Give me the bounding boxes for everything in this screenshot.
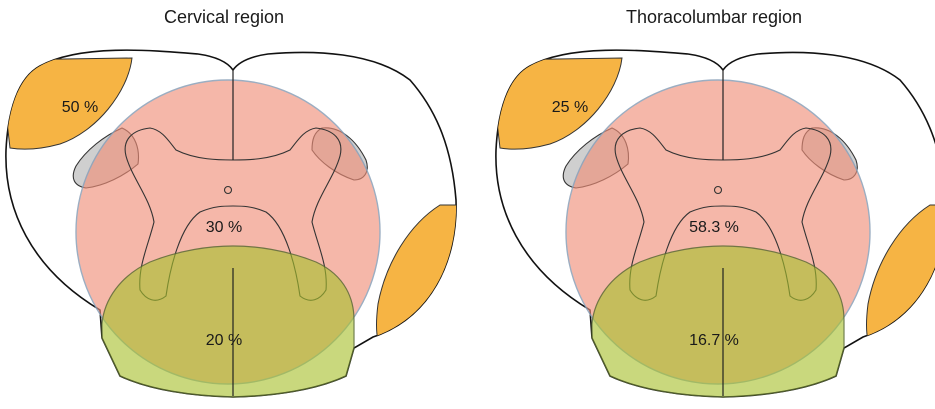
grey-matter-butterfly [614, 127, 832, 301]
panel-thoracolumbar: Thoracolumbar region 25 % 58.3 % 16.7 % [495, 7, 935, 398]
central-value: 58.3 % [689, 219, 739, 236]
grey-matter-butterfly [124, 127, 342, 301]
dorsal-value: 50 % [62, 99, 98, 116]
ventral-value: 16.7 % [689, 332, 739, 349]
panel-cervical: Cervical region 50 % 30 % 20 % [5, 7, 457, 398]
dorsal-zone [5, 57, 133, 150]
dorsal-value: 25 % [552, 99, 588, 116]
ventral-zone [591, 245, 845, 398]
ventral-zone [101, 245, 355, 398]
central-value: 30 % [206, 219, 242, 236]
ventral-value: 20 % [206, 332, 242, 349]
panel-title: Thoracolumbar region [626, 7, 802, 27]
dorsal-zone [495, 57, 623, 150]
central-canal [223, 185, 233, 195]
central-canal [713, 185, 723, 195]
panel-title: Cervical region [164, 7, 284, 27]
